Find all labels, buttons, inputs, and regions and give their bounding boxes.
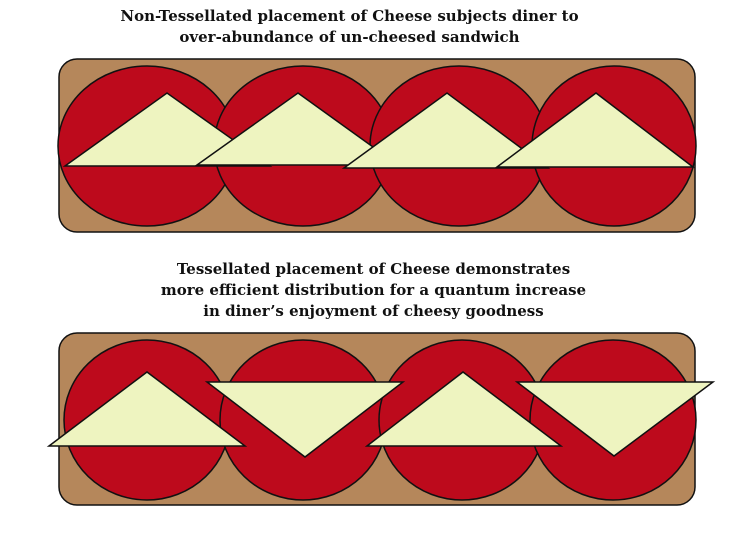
cheese-slice-up <box>364 371 564 447</box>
non-tessellated-sandwich <box>57 58 697 233</box>
non-tessellated-caption-line2: over-abundance of un-cheesed sandwich <box>179 28 520 46</box>
tessellated-caption-line2: more efficient distribution for a quantu… <box>160 281 587 299</box>
tessellated-sandwich <box>46 332 716 506</box>
tessellated-caption: Tessellated placement of Cheese demonstr… <box>0 259 747 322</box>
tessellated-caption-line3: in diner’s enjoyment of cheesy goodness <box>203 302 544 320</box>
non-tessellated-caption: Non-Tessellated placement of Cheese subj… <box>0 6 723 48</box>
non-tessellated-caption-line1: Non-Tessellated placement of Cheese subj… <box>120 7 579 25</box>
cheese-slice-up <box>62 92 273 167</box>
tessellated-caption-line1: Tessellated placement of Cheese demonstr… <box>176 260 571 278</box>
cheese-slice-up <box>46 371 248 447</box>
cheese-slice-up <box>494 92 696 168</box>
cheese-slice-down <box>514 381 716 457</box>
cheese-slice-up <box>194 92 401 166</box>
cheese-slice-up <box>341 92 551 169</box>
cheese-slice-down <box>204 381 406 458</box>
